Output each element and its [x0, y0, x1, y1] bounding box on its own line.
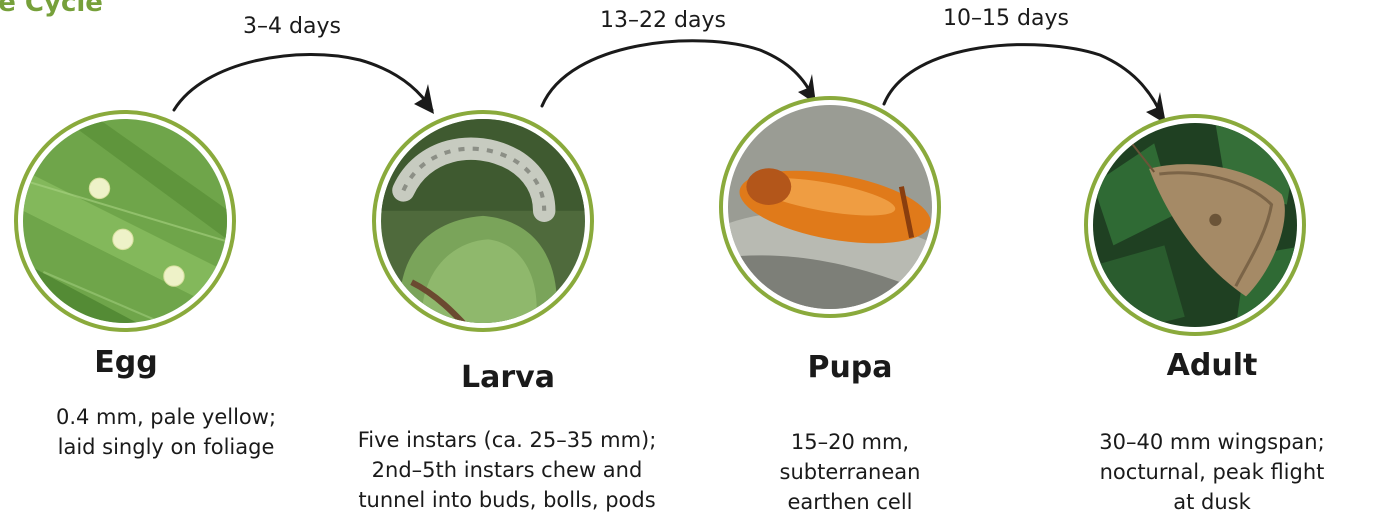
stage-desc-adult-line-3: at dusk	[1099, 487, 1324, 517]
stage-desc-egg-line-1: 0.4 mm, pale yellow;	[56, 402, 276, 432]
stage-desc-pupa-line-1: 15–20 mm,	[780, 427, 921, 457]
stage-desc-larva: Five instars (ca. 25–35 mm); 2nd–5th ins…	[358, 425, 657, 515]
stage-desc-larva-line-1: Five instars (ca. 25–35 mm);	[358, 425, 657, 455]
caterpillar-on-bud-icon	[381, 119, 585, 323]
arrowhead-1	[414, 84, 434, 114]
arrow-egg-to-larva	[174, 54, 432, 110]
stage-desc-pupa-line-2: subterranean	[780, 457, 921, 487]
arrow-larva-to-pupa	[542, 41, 814, 106]
stage-desc-larva-line-3: tunnel into buds, bolls, pods	[358, 485, 657, 515]
stage-desc-larva-line-2: 2nd–5th instars chew and	[358, 455, 657, 485]
stage-desc-adult-line-2: nocturnal, peak flight	[1099, 457, 1324, 487]
egg-photo	[14, 110, 236, 332]
adult-photo	[1084, 114, 1306, 336]
orange-pupa-icon	[728, 105, 932, 309]
stage-name-pupa: Pupa	[807, 350, 892, 385]
larva-photo	[372, 110, 594, 332]
stage-desc-pupa-line-3: earthen cell	[780, 487, 921, 517]
arrow-pupa-to-adult	[884, 45, 1163, 118]
stage-name-egg: Egg	[94, 345, 157, 380]
pupa-photo	[719, 96, 941, 318]
stage-name-larva: Larva	[461, 360, 555, 395]
stage-desc-pupa: 15–20 mm, subterranean earthen cell	[780, 427, 921, 517]
eggs-on-leaf-icon	[23, 119, 227, 323]
stage-desc-egg: 0.4 mm, pale yellow; laid singly on foli…	[56, 402, 276, 462]
stage-desc-adult: 30–40 mm wingspan; nocturnal, peak fligh…	[1099, 427, 1324, 517]
moth-on-leaves-icon	[1093, 123, 1297, 327]
stage-desc-adult-line-1: 30–40 mm wingspan;	[1099, 427, 1324, 457]
stage-desc-egg-line-2: laid singly on foliage	[56, 432, 276, 462]
stage-name-adult: Adult	[1167, 348, 1258, 383]
